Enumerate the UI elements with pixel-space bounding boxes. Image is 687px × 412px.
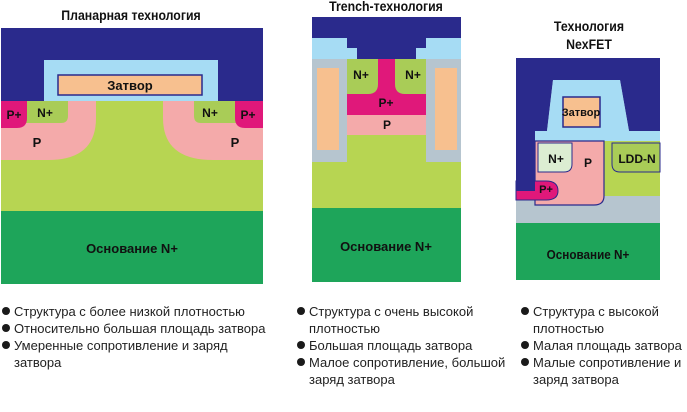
nexfet-ldd-label: LDD-N bbox=[618, 152, 655, 166]
nexfet-p-label: P bbox=[584, 156, 592, 170]
planar-bullets: Структура с более низкой плотностью Отно… bbox=[2, 303, 267, 371]
planar-pplus-label-left: P+ bbox=[6, 108, 21, 122]
trench-substrate-label: Основание N+ bbox=[340, 239, 432, 254]
planar-pplus-left bbox=[1, 101, 27, 128]
planar-substrate-label: Основание N+ bbox=[86, 241, 178, 256]
trench-bullets: Структура с очень высокой плотностью Бол… bbox=[297, 303, 507, 388]
nexfet-pplus-label: P+ bbox=[539, 184, 553, 196]
nexfet-metal bbox=[516, 58, 660, 141]
nexfet-source-contact bbox=[516, 141, 535, 191]
title-nexfet-line1: Технология bbox=[554, 18, 624, 34]
nexfet-nplus-label: N+ bbox=[548, 152, 564, 166]
nexfet-ldd bbox=[611, 142, 661, 173]
list-item: Умеренные сопротивление и заряд затвора bbox=[2, 337, 267, 371]
nexfet-nplus bbox=[537, 142, 573, 173]
list-item: Малое сопротивление, большой заряд затво… bbox=[297, 354, 507, 388]
title-trench: Trench-технология bbox=[329, 0, 443, 14]
planar-p-label-left: P bbox=[33, 135, 42, 150]
planar-p-label-right: P bbox=[231, 135, 240, 150]
trench-gate-left bbox=[317, 68, 339, 150]
trench-oxide-left bbox=[312, 38, 357, 59]
planar-nplus-label-left: N+ bbox=[37, 106, 53, 120]
planar-nplus-left bbox=[22, 101, 68, 123]
nexfet-diagram: Затвор N+ P LDD-N P+ Основание N+ bbox=[515, 58, 661, 280]
planar-nplus-right bbox=[194, 101, 240, 123]
trench-p-label: P bbox=[383, 118, 391, 132]
trench-pplus-label: P+ bbox=[378, 96, 393, 110]
trench-oxide-right bbox=[416, 38, 461, 59]
trench-nplus-label-right: N+ bbox=[405, 68, 421, 82]
trench-gate-right bbox=[435, 68, 457, 150]
nexfet-substrate bbox=[516, 223, 660, 280]
title-nexfet-line2: NexFET bbox=[566, 36, 612, 52]
planar-diagram: Затвор N+ N+ P+ P+ P P Основание N+ bbox=[1, 28, 263, 284]
nexfet-substrate-label: Основание N+ bbox=[547, 247, 630, 262]
trench-diagram: N+ N+ P+ P Основание N+ bbox=[312, 17, 461, 282]
list-item: Структура с более низкой плотностью bbox=[2, 303, 267, 320]
planar-pplus-right bbox=[235, 101, 263, 128]
list-item: Структура с очень высокой плотностью bbox=[297, 303, 507, 337]
list-item: Структура с высокой плотностью bbox=[521, 303, 687, 337]
planar-pplus-label-right: P+ bbox=[240, 108, 255, 122]
planar-gate bbox=[57, 74, 203, 96]
nexfet-gate bbox=[562, 96, 601, 128]
title-planar: Планарная технология bbox=[61, 7, 200, 23]
trench-nplus-right bbox=[395, 59, 426, 94]
list-item: Малые сопротивление и заряд затвора bbox=[521, 354, 687, 388]
trench-nplus-label-left: N+ bbox=[353, 68, 369, 82]
list-item: Малая площадь затвора bbox=[521, 337, 687, 354]
planar-substrate bbox=[1, 211, 263, 284]
nexfet-gate-label: Затвор bbox=[562, 107, 601, 119]
list-item: Относительно большая площадь затвора bbox=[2, 320, 267, 337]
planar-nplus-label-right: N+ bbox=[202, 106, 218, 120]
list-item: Большая площадь затвора bbox=[297, 337, 507, 354]
trench-nplus-left bbox=[347, 59, 378, 94]
nexfet-bullets: Структура с высокой плотностью Малая пло… bbox=[521, 303, 687, 388]
trench-substrate bbox=[312, 208, 461, 282]
planar-gate-label: Затвор bbox=[107, 78, 153, 93]
